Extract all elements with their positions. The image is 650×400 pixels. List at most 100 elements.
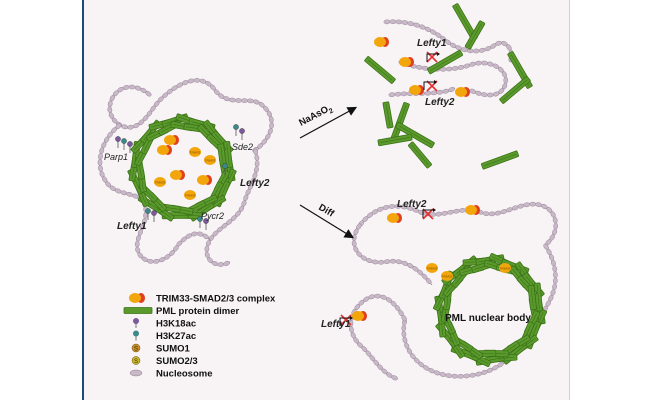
- nucleosome: [481, 60, 488, 66]
- dna-strand: [109, 79, 273, 151]
- nucleosome: [469, 61, 476, 67]
- nucleosome: [472, 48, 480, 54]
- nucleosome: [551, 259, 556, 267]
- nucleosome: [402, 336, 408, 344]
- nucleosome: [136, 234, 141, 242]
- trim33-smad-complex: [409, 85, 424, 95]
- pml-dimer-dispersed: [382, 101, 394, 129]
- nucleosome: [229, 97, 236, 103]
- nucleosome: [445, 66, 453, 72]
- nucleosome: [415, 64, 423, 70]
- gene-label-pycr2: Pycr2: [201, 211, 224, 221]
- nucleosome: [241, 98, 248, 103]
- nucleosome: [469, 88, 477, 94]
- sumo1-icon: S: [131, 343, 141, 353]
- svg-text:TRIM33: TRIM33: [442, 275, 453, 279]
- nucleosome: [407, 21, 415, 26]
- trim33-smad-complex: [374, 37, 389, 47]
- h3k18ac-mark: [203, 218, 209, 230]
- nucleosome: [451, 66, 459, 71]
- gene-label-lefty1-left: Lefty1: [117, 221, 147, 232]
- nucleosome: [401, 330, 407, 338]
- trim33-smad-complex: [387, 213, 402, 223]
- h3k18ac-icon: [133, 318, 139, 328]
- complex-layer: TRIM33TRIM33TRIM33TRIM33TRIM33TRIM33TRIM…: [154, 37, 511, 321]
- repression-x-icon: [340, 314, 352, 326]
- nucleosome: [553, 277, 558, 285]
- gene-label-lefty2-bottom: Lefty2: [397, 199, 427, 210]
- svg-text:TRIM33: TRIM33: [500, 267, 511, 271]
- nucleosome: [389, 19, 397, 24]
- pml-dimer-dispersed: [427, 49, 463, 75]
- trim33-protein: TRIM33: [426, 263, 438, 273]
- nucleosome: [457, 65, 465, 70]
- trim33-protein: TRIM33: [499, 263, 511, 273]
- repression-x-icon: [422, 208, 434, 220]
- trim33-smad-complex: [157, 145, 172, 155]
- legend-label: Nucleosome: [156, 369, 213, 380]
- nucleosome: [453, 208, 460, 214]
- nucleosome: [400, 91, 408, 97]
- nucleosome: [254, 154, 260, 162]
- h3k27ac-icon: [133, 330, 139, 341]
- h3k27ac-mark: [197, 216, 203, 228]
- nucleosome: [97, 159, 103, 166]
- nucleosome: [351, 234, 357, 242]
- gene-label-lefty1-bottom: Lefty1: [321, 319, 351, 330]
- nucleosome: [389, 258, 397, 264]
- nucleosome: [439, 372, 447, 377]
- svg-text:TRIM33: TRIM33: [427, 267, 438, 271]
- trim33-protein: TRIM33: [184, 190, 196, 200]
- nucleosome: [451, 373, 459, 379]
- pml-dimer-dispersed: [395, 121, 435, 149]
- nucleosome: [254, 166, 259, 174]
- nucleosome: [435, 211, 443, 217]
- nucleosome: [127, 124, 134, 130]
- nucleosome: [351, 240, 357, 247]
- trim33-protein: TRIM33: [154, 177, 166, 187]
- nucleosome: [448, 87, 455, 93]
- pml-dimer-dispersed: [464, 20, 486, 50]
- arrow-naaso2: [299, 106, 358, 139]
- legend-label: H3K18ac: [156, 319, 196, 330]
- dna-strand: [353, 224, 433, 286]
- nucleosome: [425, 278, 432, 284]
- nucleosome: [204, 245, 210, 253]
- pml-dimer-icon: [123, 307, 153, 314]
- nucleosome: [441, 210, 449, 216]
- pml-dimer-dispersed: [364, 56, 396, 84]
- trim33-smad-complex: [399, 57, 414, 67]
- nucleosome: [121, 124, 129, 130]
- sumo23-icon: S: [131, 356, 141, 365]
- nucleosome: [388, 204, 396, 209]
- pml-nuclear-body-label: PML nuclear body: [445, 313, 531, 324]
- nucleosome: [552, 265, 558, 273]
- nucleosome: [482, 211, 490, 216]
- nucleosome: [107, 100, 113, 108]
- nucleosome: [153, 258, 160, 264]
- nucleosome: [217, 262, 225, 267]
- nucleosome: [388, 92, 396, 98]
- nucleosome: [553, 271, 558, 279]
- nucleosome: [190, 231, 198, 237]
- nucleosome: [442, 88, 450, 94]
- nucleosome: [552, 283, 557, 291]
- h3k18ac-mark: [239, 128, 245, 140]
- legend-label: SUMO1: [156, 344, 191, 355]
- nucleosome: [382, 205, 390, 210]
- pml-ring-right: [527, 285, 537, 311]
- gene-label-lefty1-top: Lefty1: [417, 38, 447, 49]
- nucleosome: [120, 190, 128, 196]
- arrow-naaso2-label: NaAsO2: [297, 102, 335, 130]
- nucleosome: [552, 216, 558, 224]
- nucleosome: [235, 98, 242, 103]
- trim33-protein: TRIM33: [204, 155, 216, 165]
- trim33-smad-complex: [455, 87, 470, 97]
- pml-dimer-dispersed: [499, 76, 531, 104]
- legend-label: SUMO2/3: [156, 356, 198, 367]
- nucleosome: [401, 324, 407, 332]
- svg-text:TRIM33: TRIM33: [185, 194, 196, 198]
- pml-dimer-dispersed: [377, 133, 413, 147]
- gene-label-lefty2-top: Lefty2: [425, 97, 455, 108]
- nucleosome: [377, 259, 385, 265]
